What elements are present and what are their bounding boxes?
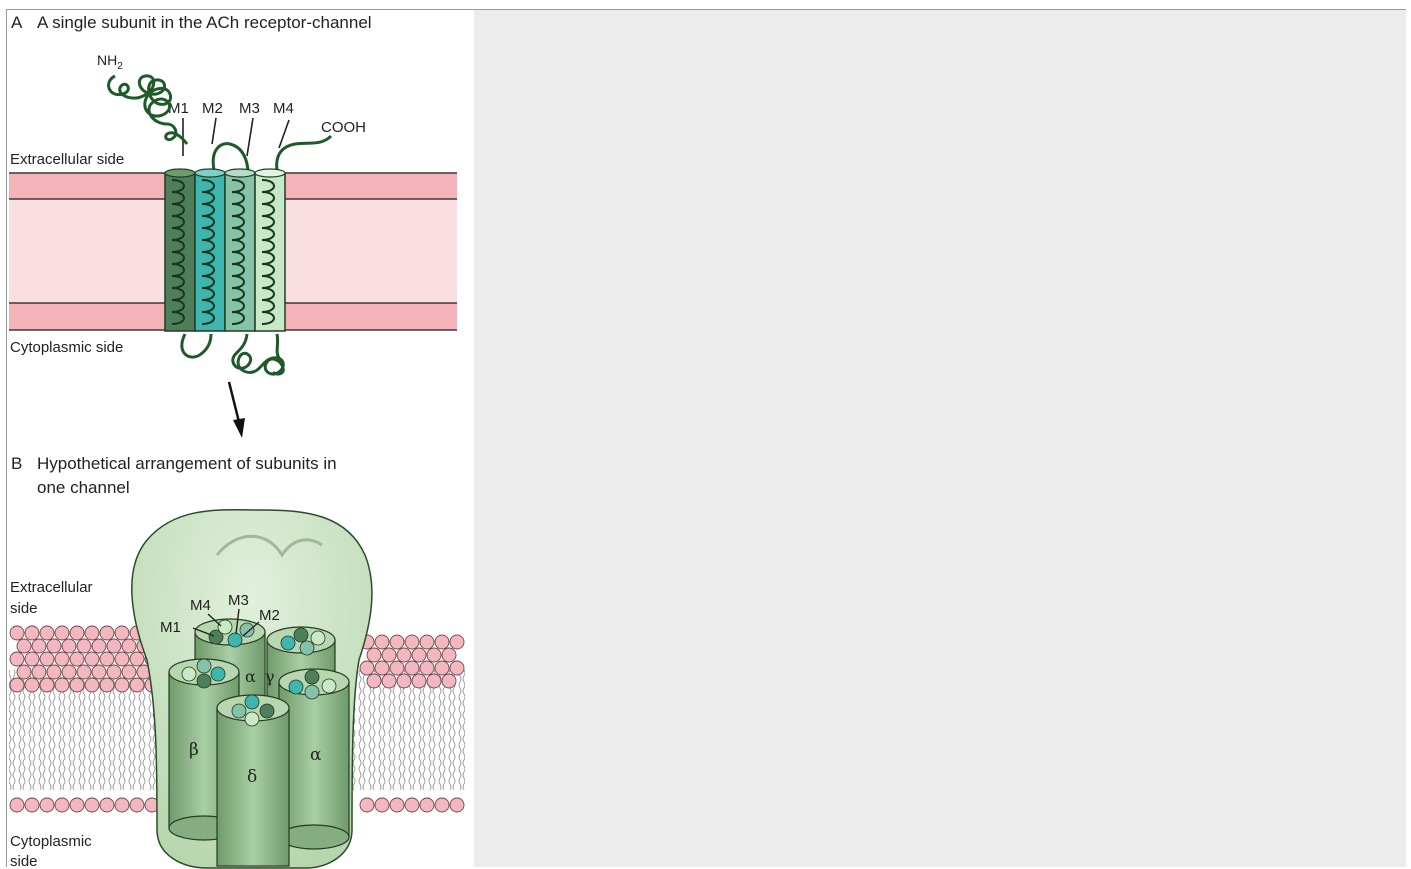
- nh2-label: NH2: [97, 52, 123, 72]
- subunit-label-delta: δ: [247, 767, 257, 787]
- b-segment-label-m2: M2: [259, 607, 280, 624]
- b-cytoplasmic-label-line2: side: [10, 853, 38, 869]
- b-segment-label-m1: M1: [160, 619, 181, 636]
- panel-b-title-line1: Hypothetical arrangement of subunits in: [37, 454, 337, 473]
- figure-image: A A single subunit in the ACh receptor-c…: [7, 10, 474, 869]
- cooh-label: COOH: [321, 119, 366, 136]
- panel-a: A A single subunit in the ACh receptor-c…: [9, 13, 457, 438]
- panel-b: B Hypothetical arrangement of subunits i…: [9, 454, 465, 869]
- loop-m1-m2-cytoplasmic: [182, 334, 211, 357]
- segment-label-m3: M3: [239, 100, 260, 117]
- panel-b-title-line2: one channel: [37, 478, 130, 497]
- segment-label-m1: M1: [168, 100, 189, 117]
- subunit-label-beta: β: [189, 740, 199, 760]
- arrow-down: [229, 382, 245, 438]
- subunit-label-alpha-top: α: [245, 667, 256, 686]
- helix-m4: [255, 169, 285, 331]
- subunit-label-alpha-right: α: [310, 745, 322, 765]
- b-extracellular-label-line1: Extracellular: [10, 579, 93, 596]
- b-extracellular-label-line2: side: [10, 600, 38, 617]
- loop-m2-m3-extracellular: [213, 144, 248, 170]
- segment-label-m4: M4: [273, 100, 294, 117]
- loop-m3-m4-cytoplasmic: [233, 334, 284, 374]
- panel-a-letter: A: [11, 13, 23, 32]
- panel-b-letter: B: [11, 454, 22, 473]
- helix-m1: [165, 169, 195, 331]
- b-cytoplasmic-label-line1: Cytoplasmic: [10, 833, 92, 850]
- cytoplasmic-label: Cytoplasmic side: [10, 339, 123, 356]
- panel-a-title: A single subunit in the ACh receptor-cha…: [37, 13, 372, 32]
- helix-m2: [195, 169, 225, 331]
- c-terminal-tail: [277, 136, 331, 170]
- segment-leader-lines: [183, 118, 289, 156]
- segment-label-m2: M2: [202, 100, 223, 117]
- b-segment-label-m3: M3: [228, 592, 249, 609]
- extracellular-label: Extracellular side: [10, 151, 124, 168]
- subunit-label-gamma: γ: [265, 667, 275, 686]
- helix-m3: [225, 169, 255, 331]
- b-segment-label-m4: M4: [190, 597, 211, 614]
